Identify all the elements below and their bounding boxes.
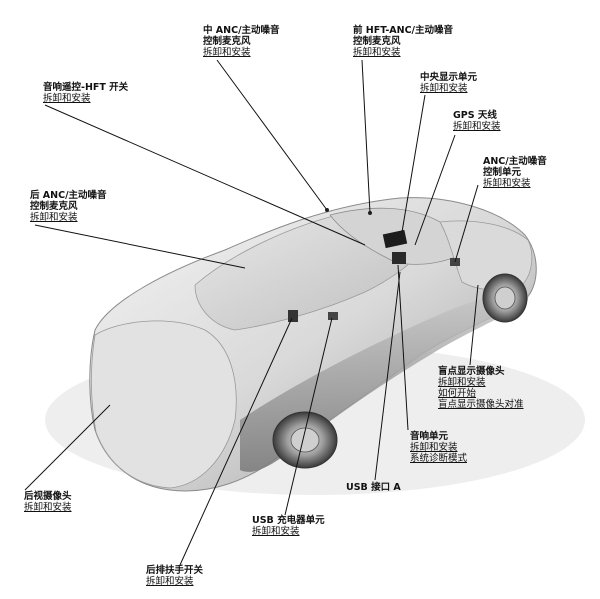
blind-spot-camera-link-3[interactable]: 盲点显示摄像头对准 xyxy=(438,399,524,410)
callout-audio-remote-hft: 音响遥控-HFT 开关 拆卸和安装 xyxy=(43,82,128,104)
audio-unit-link-2[interactable]: 系统诊断模式 xyxy=(410,453,468,464)
callout-usb-charger: USB 充电器单元 拆卸和安装 xyxy=(252,515,325,537)
leader-blind-spot xyxy=(469,284,479,366)
gps-antenna-title: GPS 天线 xyxy=(453,110,497,121)
audio-unit-title: 音响单元 xyxy=(410,431,449,442)
rear-armrest-switch-title: 后排扶手开关 xyxy=(146,565,204,576)
rear-view-camera-title: 后视摄像头 xyxy=(24,491,72,502)
rear-anc-mic-title-1: 后 ANC/主动噪音 xyxy=(30,190,107,201)
leader-usb-a xyxy=(374,271,401,481)
mid-anc-mic-link[interactable]: 拆卸和安装 xyxy=(203,47,251,58)
leader-mid-anc xyxy=(216,59,328,211)
audio-remote-hft-title: 音响遥控-HFT 开关 xyxy=(43,82,129,93)
leader-rear-armrest xyxy=(179,317,293,566)
blind-spot-camera-link-2[interactable]: 如何开始 xyxy=(438,388,477,399)
gps-antenna-link[interactable]: 拆卸和安装 xyxy=(453,121,501,132)
usb-port-a-title: USB 接口 A xyxy=(346,482,401,493)
usb-charger-component xyxy=(328,312,338,320)
usb-charger-link[interactable]: 拆卸和安装 xyxy=(252,526,300,537)
leader-audio-remote xyxy=(44,104,366,246)
blind-spot-camera-link-1[interactable]: 拆卸和安装 xyxy=(438,377,486,388)
rear-view-camera-link[interactable]: 拆卸和安装 xyxy=(24,502,72,513)
central-display-title: 中央显示单元 xyxy=(420,72,478,83)
central-display-unit xyxy=(382,229,408,249)
mid-anc-mic-title-2: 控制麦克风 xyxy=(203,36,251,47)
central-display-link[interactable]: 拆卸和安装 xyxy=(420,83,468,94)
audio-unit-link-1[interactable]: 拆卸和安装 xyxy=(410,442,458,453)
callout-blind-spot-camera: 盲点显示摄像头 拆卸和安装 如何开始 盲点显示摄像头对准 xyxy=(438,366,524,410)
leader-anc-unit xyxy=(454,184,479,263)
leader-front-hft xyxy=(361,59,371,214)
front-hft-anc-mic-title-1: 前 HFT-ANC/主动噪音 xyxy=(353,25,454,36)
mid-anc-mic-title-1: 中 ANC/主动噪音 xyxy=(203,25,280,36)
leader-rear-camera xyxy=(24,404,111,491)
callout-rear-view-camera: 后视摄像头 拆卸和安装 xyxy=(24,491,72,513)
rear-anc-mic-link[interactable]: 拆卸和安装 xyxy=(30,212,78,223)
front-wheel xyxy=(482,273,528,323)
leader-gps xyxy=(414,134,456,246)
anc-control-unit-title-2: 控制单元 xyxy=(483,167,522,178)
callout-front-hft-anc-mic: 前 HFT-ANC/主动噪音 控制麦克风 拆卸和安装 xyxy=(353,25,453,58)
callout-rear-anc-mic: 后 ANC/主动噪音 控制麦克风 拆卸和安装 xyxy=(30,190,107,223)
leader-rear-anc xyxy=(34,224,246,269)
callout-rear-armrest-switch: 后排扶手开关 拆卸和安装 xyxy=(146,565,203,587)
rear-armrest-switch-link[interactable]: 拆卸和安装 xyxy=(146,576,194,587)
callout-audio-unit: 音响单元 拆卸和安装 系统诊断模式 xyxy=(410,431,467,464)
front-hft-anc-mic-title-2: 控制麦克风 xyxy=(353,36,401,47)
anc-control-unit-link[interactable]: 拆卸和安装 xyxy=(483,178,531,189)
rear-wheel xyxy=(272,411,338,469)
audio-unit-box xyxy=(392,252,406,264)
car-rear xyxy=(90,320,237,489)
audio-remote-hft-link[interactable]: 拆卸和安装 xyxy=(43,93,91,104)
usb-charger-title: USB 充电器单元 xyxy=(252,515,325,526)
blind-spot-camera-title: 盲点显示摄像头 xyxy=(438,366,505,377)
leader-central-display xyxy=(401,94,426,233)
callout-anc-control-unit: ANC/主动噪音 控制单元 拆卸和安装 xyxy=(483,156,547,189)
rear-seat-component xyxy=(288,310,298,322)
callout-mid-anc-mic: 中 ANC/主动噪音 控制麦克风 拆卸和安装 xyxy=(203,25,280,58)
callout-central-display: 中央显示单元 拆卸和安装 xyxy=(420,72,477,94)
front-hft-anc-mic-link[interactable]: 拆卸和安装 xyxy=(353,47,401,58)
rear-anc-mic-title-2: 控制麦克风 xyxy=(30,201,78,212)
leader-usb-charger xyxy=(284,317,333,516)
leader-audio-unit xyxy=(397,264,409,431)
callout-gps-antenna: GPS 天线 拆卸和安装 xyxy=(453,110,501,132)
anc-control-unit-title-1: ANC/主动噪音 xyxy=(483,156,547,167)
callout-usb-port-a: USB 接口 A xyxy=(346,482,401,493)
